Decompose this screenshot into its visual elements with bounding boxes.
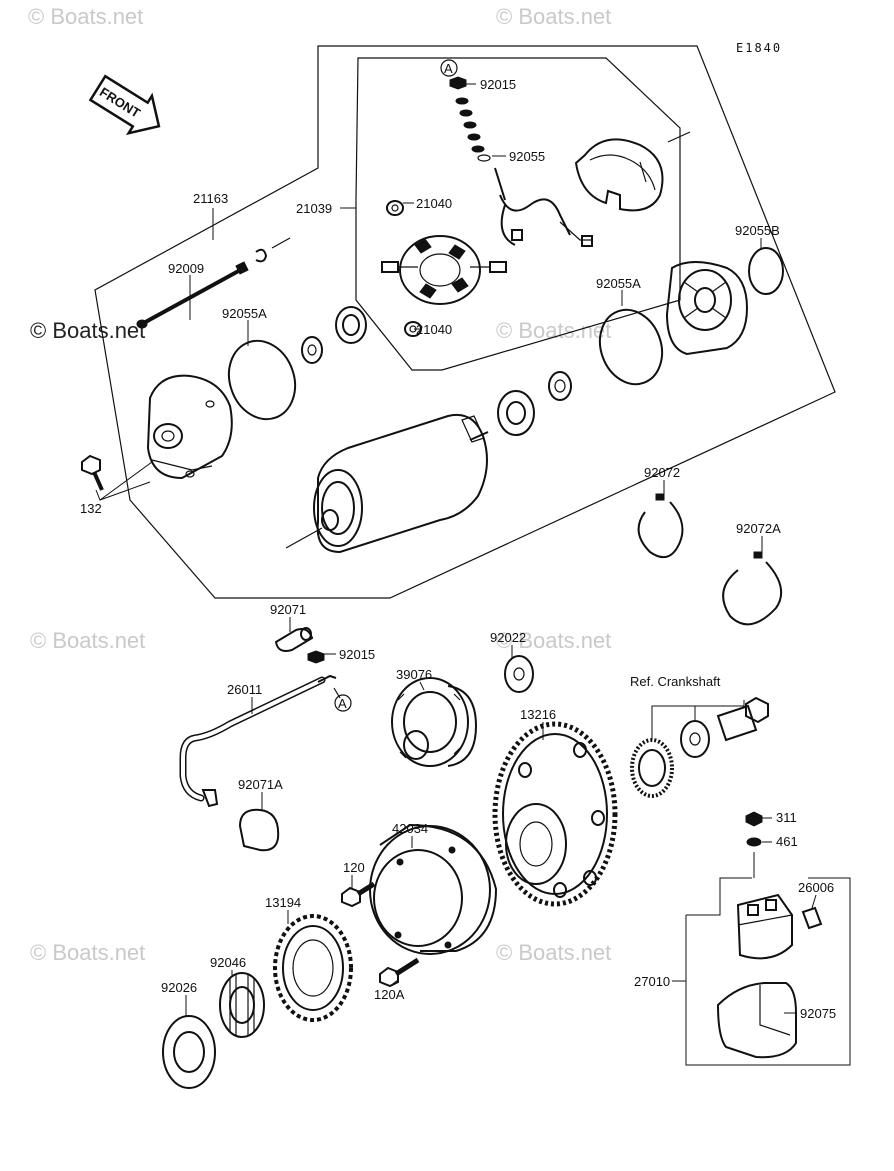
bolt-120 (341, 881, 376, 908)
clamp-band-92072 (637, 493, 684, 559)
front-arrow-icon: FRONT (88, 74, 161, 136)
part-label: 92071 (270, 602, 306, 617)
watermark: © Boats.net (28, 4, 143, 29)
diagram-code: E1840 (736, 41, 782, 55)
part-label: 92046 (210, 955, 246, 970)
part-label: 92026 (161, 980, 197, 995)
part-label: 132 (80, 501, 102, 516)
part-label: 13194 (265, 895, 301, 910)
starter-assembly-boundary (94, 45, 836, 599)
washer-461 (746, 837, 762, 847)
washer-right (548, 371, 572, 401)
watermark: © Boats.net (496, 4, 611, 29)
part-label: 21040 (416, 322, 452, 337)
part-label: 120 (343, 860, 365, 875)
callout-letter: A (444, 61, 453, 76)
watermark: © Boats.net (30, 940, 145, 965)
brush-spring-top (386, 200, 404, 216)
watermark: © Boats.net (496, 318, 611, 343)
needle-bearing-92046 (219, 972, 265, 1038)
part-label: 461 (776, 834, 798, 849)
nut-92015-bottom (307, 650, 325, 664)
callout-letter: A (338, 696, 347, 711)
bearing-right (497, 390, 535, 436)
part-label: 92009 (168, 261, 204, 276)
bolt-120a (379, 957, 420, 988)
washer-92022 (504, 655, 534, 693)
o-ring-92055b (748, 247, 784, 295)
brush-holder-plate (381, 235, 507, 305)
rear-end-cover (665, 261, 749, 356)
part-label: 92015 (480, 77, 516, 92)
o-ring-92055a-right (598, 308, 664, 386)
part-label: 26011 (227, 682, 262, 697)
part-label: 21040 (416, 196, 452, 211)
watermark: © Boats.net (496, 628, 611, 653)
watermark-group: © Boats.net © Boats.net © Boats.net © Bo… (28, 4, 611, 965)
bearing-left (335, 306, 367, 344)
terminal-boot-92071a (238, 808, 280, 852)
terminal-cap-92071 (274, 627, 314, 652)
crankshaft-gear-group (630, 696, 769, 798)
relay-group-bracket (685, 877, 851, 1066)
rotor-42034 (369, 823, 498, 955)
part-label: 27010 (634, 974, 670, 989)
part-label: 42034 (392, 821, 428, 836)
watermark: © Boats.net (30, 628, 145, 653)
watermark: © Boats.net (496, 940, 611, 965)
relay-cover-92075 (716, 982, 797, 1059)
part-label: 21163 (193, 191, 228, 206)
bolt-132 (81, 454, 104, 491)
brush-cover (574, 131, 691, 212)
part-label: 92015 (339, 647, 375, 662)
through-bolt (136, 261, 249, 329)
part-label: 92055B (735, 223, 780, 238)
starter-relay-27010 (736, 893, 793, 960)
part-label: 92022 (490, 630, 526, 645)
brush-holder-boundary (355, 57, 681, 371)
ref-crankshaft-label: Ref. Crankshaft (630, 674, 721, 689)
fuse-26006 (801, 906, 823, 930)
starter-cable-26011 (179, 674, 341, 808)
washer-92026 (162, 1015, 216, 1089)
part-label: 21039 (296, 201, 332, 216)
leader-lines (95, 83, 817, 1016)
part-label: 311 (776, 810, 797, 825)
clamp-band-92072a (722, 551, 783, 626)
part-label: 92055A (222, 306, 267, 321)
brush-terminal (494, 167, 593, 247)
part-label: 92075 (800, 1006, 836, 1021)
part-label: 92055 (509, 149, 545, 164)
part-label: 92072A (736, 521, 781, 536)
front-cover (146, 374, 233, 480)
nut-311 (745, 811, 763, 827)
callout-a-circle (334, 694, 352, 712)
washer-stack (455, 97, 491, 162)
washer-left (301, 336, 323, 364)
starter-gear-13216 (492, 721, 618, 907)
part-label: 120A (374, 987, 405, 1002)
one-way-clutch-13194 (273, 914, 353, 1022)
part-label: 39076 (396, 667, 432, 682)
spring-clip (255, 237, 291, 263)
part-label: 92055A (596, 276, 641, 291)
part-labels: 92015 92055 21040 21039 21163 92009 9205… (80, 77, 836, 1021)
starter-clutch-39076 (391, 677, 478, 767)
watermark: © Boats.net (30, 318, 145, 343)
armature-yoke (285, 414, 489, 554)
callout-a-circle (440, 59, 458, 77)
part-label: 13216 (520, 707, 556, 722)
part-label: 92072 (644, 465, 680, 480)
nut-icon (449, 76, 467, 90)
part-label: 26006 (798, 880, 834, 895)
part-label: 92071A (238, 777, 283, 792)
